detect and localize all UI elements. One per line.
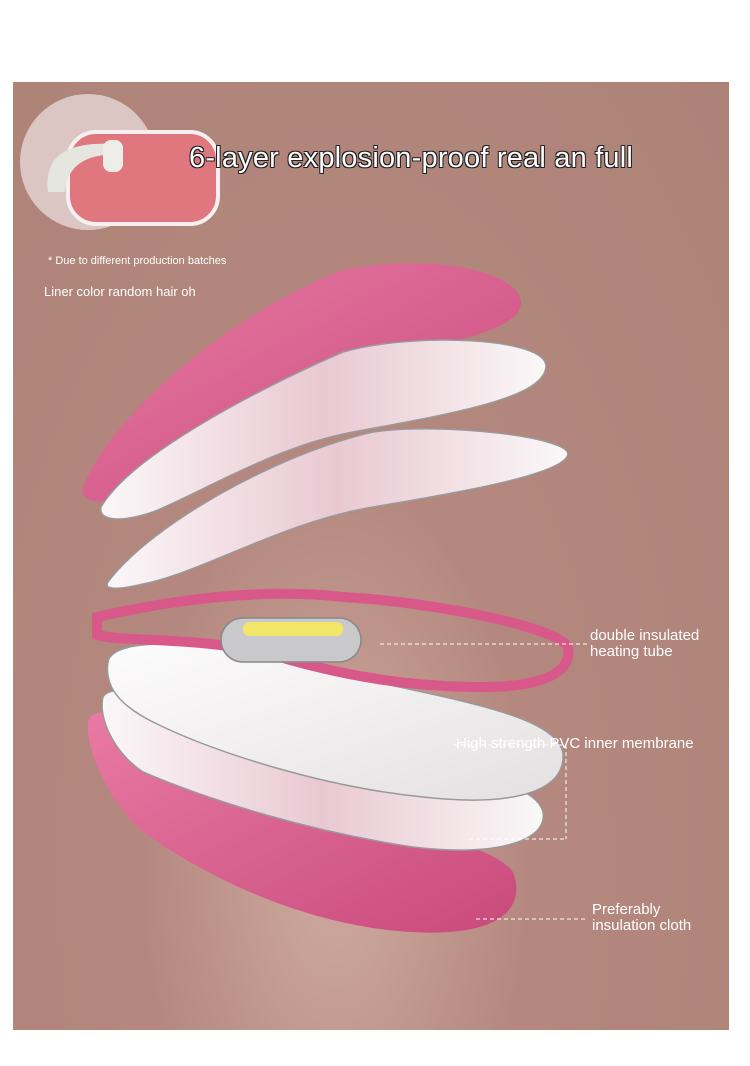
disclaimer-note: * Due to different production batches	[48, 255, 227, 267]
heating-element	[220, 617, 362, 663]
white-layer-2	[106, 428, 569, 589]
liner-color-note: Liner color random hair oh	[44, 284, 196, 299]
product-infographic: 6-layer explosion-proof real an full * D…	[13, 82, 729, 1030]
label-insulation-cloth: Preferably insulation cloth	[592, 902, 691, 934]
white-layer-1	[100, 339, 547, 520]
callout-lines	[380, 643, 588, 920]
label-line: Preferably	[592, 901, 661, 918]
label-line: heating tube	[590, 643, 673, 660]
exploded-layers-illustration	[20, 94, 588, 933]
hot-water-bag-thumbnail	[20, 94, 220, 230]
label-pvc-membrane: High strength PVC inner membrane	[456, 735, 694, 752]
label-line: double insulated	[590, 627, 700, 644]
page-title: 6-layer explosion-proof real an full	[189, 142, 634, 174]
label-heating-tube: double insulated heating tube	[590, 628, 699, 660]
label-line: insulation cloth	[592, 917, 692, 934]
